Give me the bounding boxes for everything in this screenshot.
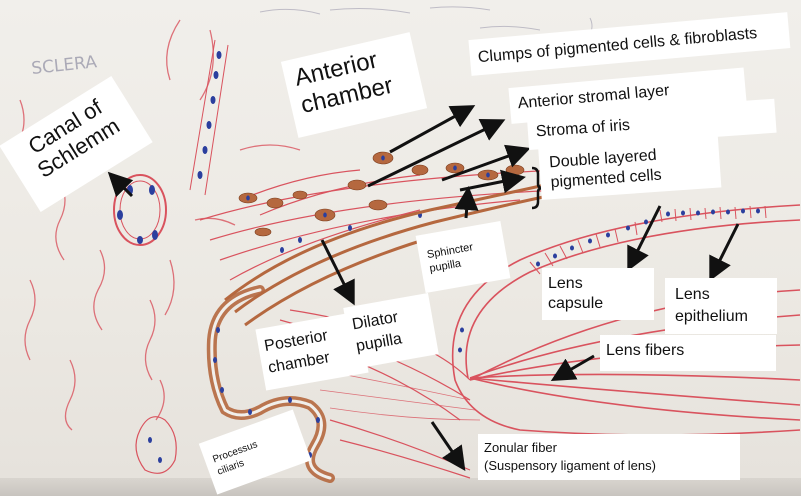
ciliary-outline-nuclei xyxy=(148,437,162,463)
label-lens-epithelium: Lens epithelium xyxy=(665,278,777,334)
sclera-text: SCLERA xyxy=(30,52,98,79)
label-lens-fibers: Lens fibers xyxy=(600,335,776,371)
arrow-clumps xyxy=(390,108,470,152)
label-zonular-fiber: Zonular fiber (Suspensory ligament of le… xyxy=(478,434,740,480)
zonular-fibers xyxy=(320,370,480,420)
corneal-column xyxy=(190,40,228,195)
arrow-lens-epithelium xyxy=(712,224,738,276)
arrow-sphincter xyxy=(466,192,468,218)
arrow-zonular xyxy=(432,422,462,466)
label-lens-capsule: Lens capsule xyxy=(542,268,654,320)
sclera-fibers xyxy=(16,20,300,430)
